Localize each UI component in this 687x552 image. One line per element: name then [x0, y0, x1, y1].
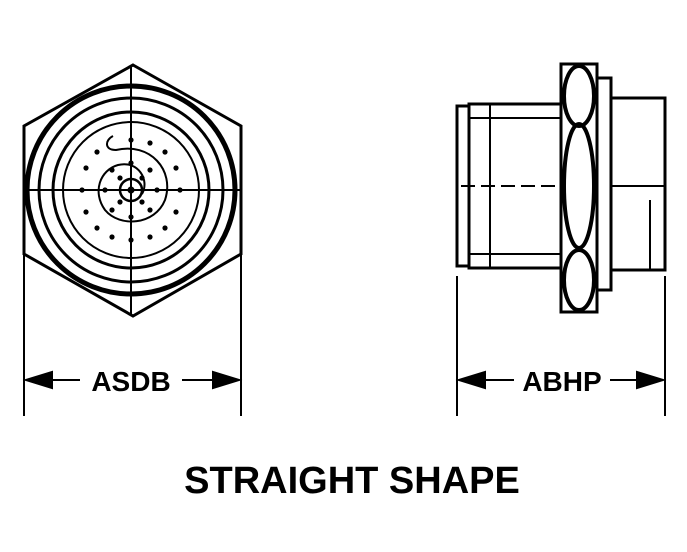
coupling-nut [559, 62, 599, 314]
diagram-caption: STRAIGHT SHAPE [184, 460, 520, 502]
insert-spiral [97, 135, 169, 223]
contact-pins [79, 137, 183, 243]
arrowhead-right [212, 370, 243, 390]
nut-flat-top [562, 64, 596, 128]
receptacle-shell [609, 96, 667, 272]
arrowhead-right [636, 370, 667, 390]
side-dimension [455, 276, 667, 416]
front-view [22, 63, 243, 318]
arrowhead-left [455, 370, 486, 390]
hex-nut-outline [22, 63, 243, 318]
side-dimension-label: ABHP [522, 366, 601, 397]
side-view [455, 62, 667, 314]
flange [595, 76, 613, 292]
nut-flat-bottom [562, 248, 596, 312]
center-pin [127, 186, 135, 194]
center-contact [118, 177, 144, 203]
front-dimension-label: ASDB [91, 366, 170, 397]
nut-flat-middle [562, 122, 596, 250]
arrowhead-left [22, 370, 53, 390]
front-dimension [22, 254, 243, 416]
